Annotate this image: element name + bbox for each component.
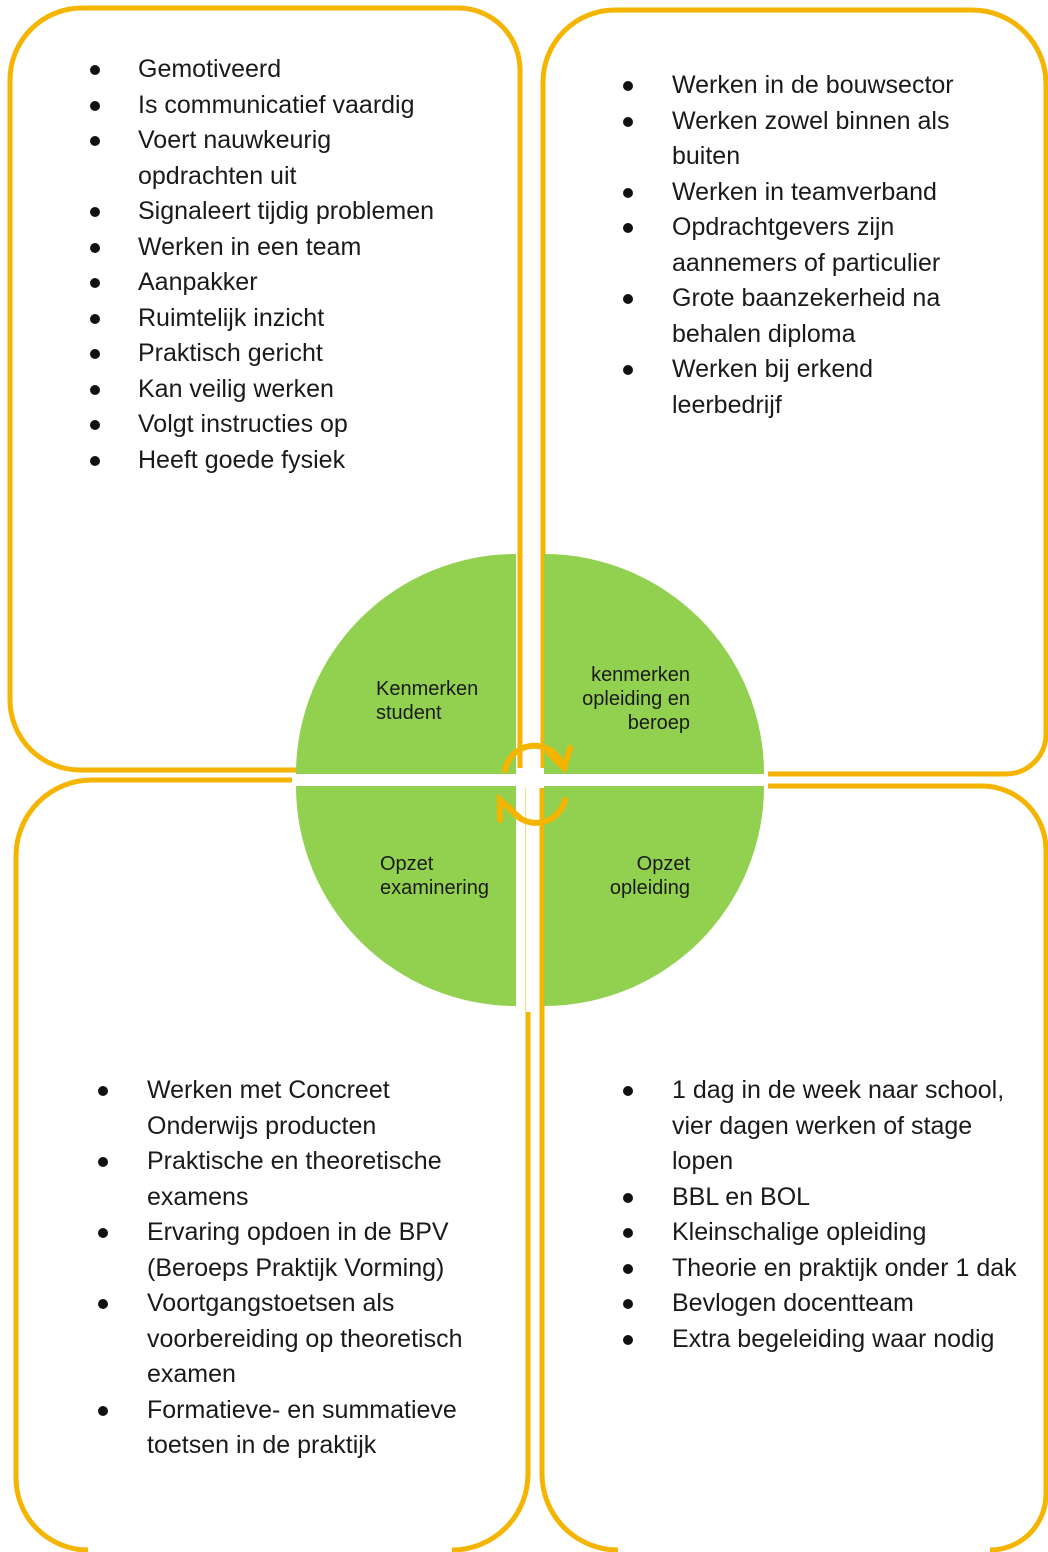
bullet-icon: [90, 65, 100, 75]
list-item: Praktisch gericht: [90, 336, 498, 372]
list-kenmerken-student: Gemotiveerd Is communicatief vaardig Voe…: [90, 52, 498, 479]
list-item: Werken zowel binnen als buiten: [623, 104, 962, 175]
quadrant-label-opzet-examinering: Opzet examinering: [380, 853, 489, 899]
list-item: Voortgangstoetsen als voorbereiding op t…: [98, 1286, 497, 1393]
bullet-icon: [90, 278, 100, 288]
frame-bottom-left: [13, 777, 531, 1552]
quadrant-label-kenmerken-student: Kenmerken student: [376, 678, 479, 724]
frame-bottom-right: [539, 783, 1048, 1552]
list-item: Kleinschalige opleiding: [623, 1215, 1032, 1251]
bullet-icon: [623, 187, 633, 198]
bullet-icon: [623, 365, 633, 375]
list-item: Is communicatief vaardig: [90, 88, 498, 124]
list-item: Werken in de bouwsector: [623, 68, 1002, 104]
list-item: Gemotiveerd: [90, 52, 498, 88]
list-item: Bevlogen docentteam: [623, 1286, 1032, 1322]
list-item: BBL en BOL: [623, 1180, 1032, 1216]
frame-top-right: [540, 7, 1048, 777]
list-item: Opdrachtgevers zijn aannemers of particu…: [623, 210, 972, 281]
list-item: Werken met Concreet Onderwijs producten: [98, 1073, 437, 1144]
bullet-icon: [90, 313, 100, 324]
bullet-icon: [623, 116, 633, 127]
bullet-icon: [623, 1299, 633, 1309]
list-item: Ervaring opdoen in de BPV (Beroeps Prakt…: [98, 1215, 497, 1286]
bullet-icon: [623, 294, 633, 304]
bullet-icon: [90, 136, 100, 146]
list-item: Volgt instructies op: [90, 407, 498, 443]
bullet-icon: [98, 1228, 108, 1238]
bullet-icon: [98, 1086, 108, 1096]
list-item: Aanpakker: [90, 265, 498, 301]
bullet-icon: [98, 1405, 108, 1416]
list-item: Theorie en praktijk onder 1 dak: [623, 1251, 1017, 1287]
list-opzet-opleiding: 1 dag in de week naar school, vier dagen…: [623, 1073, 1032, 1358]
center-circle: [296, 554, 764, 1006]
circle-quadrant-top-right: [544, 554, 764, 774]
bullet-icon: [623, 81, 633, 91]
bullet-icon: [90, 455, 100, 466]
bullet-icon: [623, 1086, 633, 1096]
list-item: Formatieve- en summatieve toetsen in de …: [98, 1393, 487, 1464]
list-item: Ruimtelijk inzicht: [90, 301, 498, 337]
bullet-icon: [623, 223, 633, 233]
bullet-icon: [623, 1228, 633, 1238]
circle-quadrant-bottom-right: [544, 786, 764, 1006]
list-item: Voert nauwkeurig opdrachten uit: [90, 123, 368, 194]
list-item: Grote baanzekerheid na behalen diploma: [623, 281, 962, 352]
bullet-icon: [623, 1263, 633, 1274]
bullet-icon: [90, 420, 100, 430]
bullet-icon: [623, 1192, 633, 1203]
frame-top-left: [7, 5, 523, 773]
list-item: Praktische en theoretische examens: [98, 1144, 477, 1215]
list-item: 1 dag in de week naar school, vier dagen…: [623, 1073, 1022, 1180]
list-item: Heeft goede fysiek: [90, 443, 498, 479]
bullet-icon: [90, 242, 100, 253]
bullet-icon: [90, 207, 100, 217]
circle-quadrant-top-left: [296, 554, 516, 774]
list-item: Signaleert tijdig problemen: [90, 194, 498, 230]
list-item: Extra begeleiding waar nodig: [623, 1322, 1032, 1358]
cycle-arrow-upper-icon: [502, 742, 563, 773]
bullet-icon: [98, 1157, 108, 1167]
list-item: Werken in een team: [90, 230, 498, 266]
circle-quadrant-bottom-left: [296, 786, 516, 1006]
bullet-icon: [90, 384, 100, 395]
list-item: Kan veilig werken: [90, 372, 498, 408]
bullet-icon: [98, 1299, 108, 1309]
quadrant-label-kenmerken-opleiding-beroep: kenmerken opleiding en beroep: [582, 664, 690, 734]
list-opzet-examinering: Werken met Concreet Onderwijs producten …: [98, 1073, 507, 1464]
bullet-icon: [90, 100, 100, 111]
bullet-icon: [90, 349, 100, 359]
list-kenmerken-opleiding-beroep: Werken in de bouwsector Werken zowel bin…: [623, 68, 1002, 423]
bullet-icon: [623, 1334, 633, 1345]
list-item: Werken in teamverband: [623, 175, 1002, 211]
list-item: Werken bij erkend leerbedrijf: [623, 352, 912, 423]
quadrant-label-opzet-opleiding: Opzet opleiding: [609, 853, 690, 899]
